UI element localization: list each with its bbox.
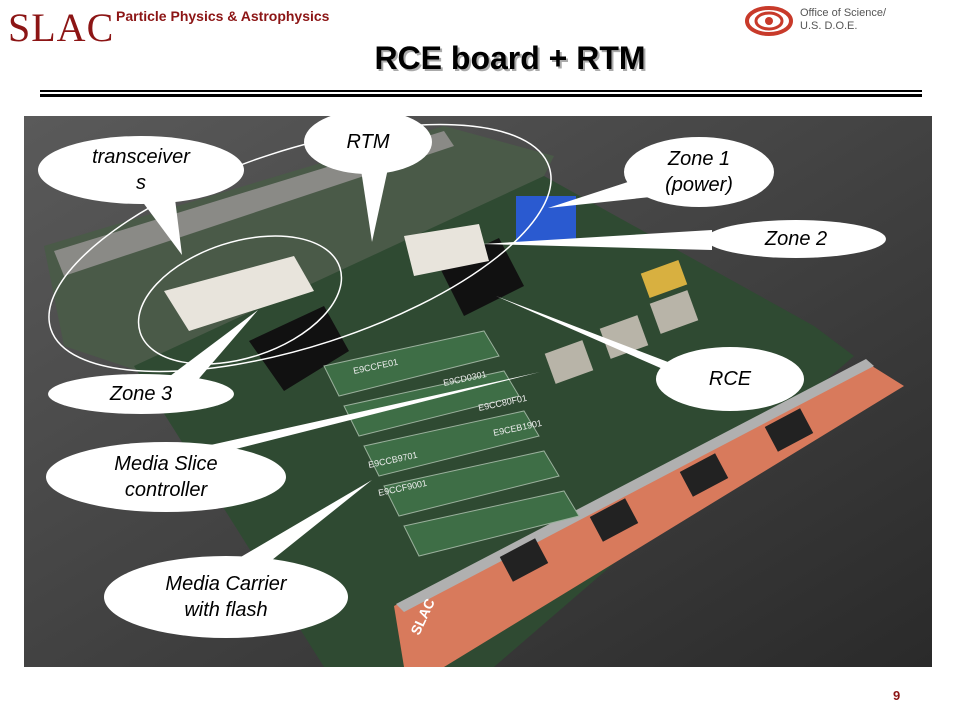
- callout-zone1: Zone 1 (power): [624, 137, 774, 207]
- heatsink-left: [249, 306, 349, 391]
- zone2-connector: [404, 224, 489, 276]
- pointer-media-carrier: [222, 480, 372, 568]
- callout-rtm: RTM: [304, 110, 432, 174]
- callout-rce: RCE: [656, 347, 804, 411]
- callout-media-slice: Media Slice controller: [46, 442, 286, 512]
- callout-zone3: Zone 3: [48, 374, 234, 414]
- callout-transceivers: transceiver s: [38, 136, 244, 204]
- callout-transceivers-label: transceiver s: [92, 146, 190, 194]
- callout-media-carrier: Media Carrier with flash: [104, 556, 348, 638]
- header-subtitle: Particle Physics & Astrophysics: [116, 8, 330, 24]
- callout-rtm-label: RTM: [346, 131, 390, 153]
- doe-line-1: Office of Science/: [800, 7, 887, 19]
- pointer-media-slice: [188, 372, 540, 452]
- slide-title: RCE board + RTM: [374, 40, 646, 76]
- pointer-zone3: [162, 310, 258, 382]
- callout-media-carrier-label: Media Carrier with flash: [165, 573, 287, 621]
- rtm-outline: [48, 123, 552, 373]
- doe-line-2: U.S. D.O.E.: [800, 20, 858, 32]
- callout-zone3-label: Zone 3: [109, 383, 173, 405]
- title-rule-top: [40, 90, 922, 92]
- title-shadow: RCE board + RTM: [376, 42, 648, 78]
- callout-media-slice-label: Media Slice controller: [114, 453, 218, 501]
- callout-zone2-label: Zone 2: [764, 228, 828, 250]
- rtm-board: [44, 126, 554, 376]
- zone3-outline: [137, 235, 343, 365]
- zone3-connector: [164, 256, 314, 331]
- callout-zone1-label: Zone 1 (power): [665, 148, 733, 196]
- doe-text: Office of Science/ U.S. D.O.E.: [800, 7, 886, 33]
- title-rule-bottom: [40, 94, 922, 97]
- pointer-zone2: [482, 230, 712, 250]
- doe-logo-icon: [745, 6, 793, 36]
- page-number: 9: [893, 688, 901, 703]
- pointer-rce: [496, 296, 688, 380]
- callout-zone2: Zone 2: [706, 220, 886, 258]
- slac-logo: SLAC: [8, 5, 115, 50]
- callout-rce-label: RCE: [708, 368, 752, 390]
